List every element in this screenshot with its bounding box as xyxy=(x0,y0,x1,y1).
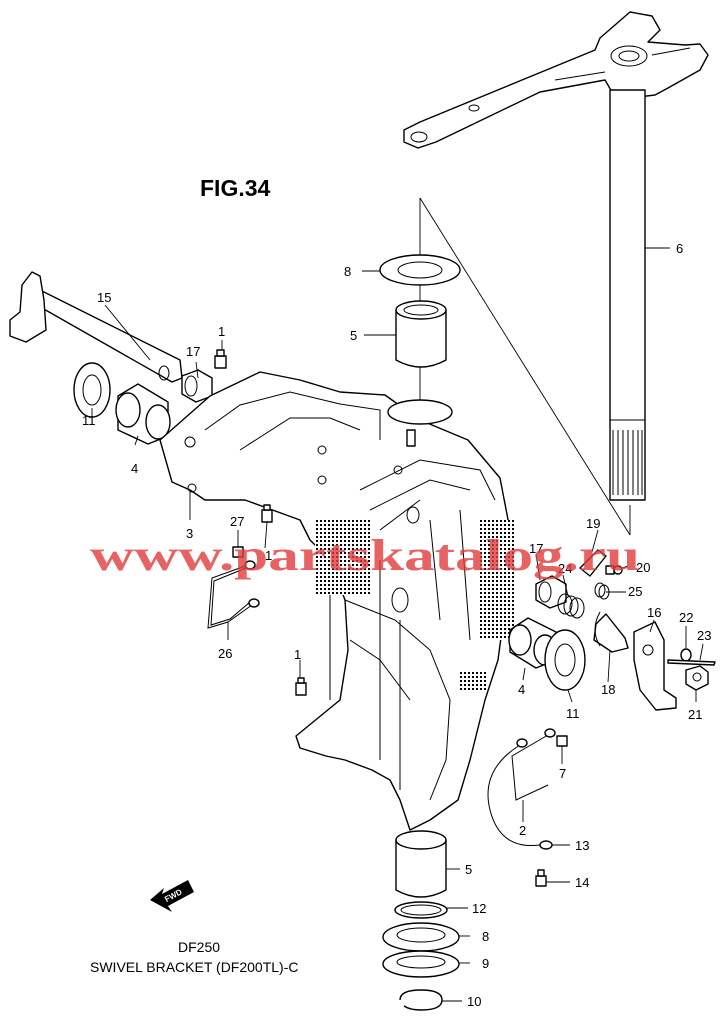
callout-labels: 8 5 6 15 17 1 11 4 3 27 1 26 1 17 24 19 … xyxy=(82,241,711,1009)
callout-3: 3 xyxy=(186,526,193,541)
callout-25: 25 xyxy=(628,584,642,599)
callout-4-right: 4 xyxy=(518,682,525,697)
tilt-shaft-15 xyxy=(9,271,183,383)
lower-bushing-5 xyxy=(395,830,447,898)
steering-shaft-6 xyxy=(609,89,646,501)
ground-wire-2 xyxy=(487,728,556,850)
fwd-arrow-icon: FWD xyxy=(150,880,194,912)
callout-2: 2 xyxy=(519,823,526,838)
callout-26: 26 xyxy=(218,646,232,661)
callout-11-right: 11 xyxy=(566,706,580,721)
swivel-bracket-casting xyxy=(159,371,515,831)
right-washer-11 xyxy=(544,629,586,691)
callout-1-top: 1 xyxy=(218,324,225,339)
tilt-stopper-18 xyxy=(593,611,629,653)
upper-washer-8 xyxy=(379,254,461,286)
grease-nipple-1c xyxy=(295,677,307,696)
callout-27: 27 xyxy=(230,514,244,529)
callout-19: 19 xyxy=(586,516,600,531)
callout-5-lower: 5 xyxy=(465,862,472,877)
bushing-17-right xyxy=(535,575,567,609)
callout-5-upper: 5 xyxy=(350,328,357,343)
callout-8-lower: 8 xyxy=(482,929,489,944)
callout-12: 12 xyxy=(472,901,486,916)
bolt-14 xyxy=(535,869,547,887)
grease-nipple-1b xyxy=(261,504,273,523)
leader-lines xyxy=(91,247,704,1002)
callout-14: 14 xyxy=(575,875,589,890)
washer-12 xyxy=(394,901,448,919)
ground-wire-26 xyxy=(207,560,260,629)
callout-24: 24 xyxy=(558,561,572,576)
callout-8-upper: 8 xyxy=(344,264,351,279)
circlip-10 xyxy=(399,989,443,1011)
callout-4-left: 4 xyxy=(131,461,138,476)
callout-9: 9 xyxy=(482,956,489,971)
spring-24 xyxy=(557,593,585,619)
clip-19 xyxy=(579,549,607,577)
washer-22 xyxy=(680,648,692,662)
bracket-16 xyxy=(633,621,677,711)
lower-washer-9 xyxy=(382,950,460,978)
nut-21 xyxy=(685,665,709,691)
callout-11-left: 11 xyxy=(82,413,96,428)
callout-21: 21 xyxy=(688,707,702,722)
callout-23: 23 xyxy=(697,628,711,643)
callout-15: 15 xyxy=(97,290,111,305)
pin-23 xyxy=(667,659,716,666)
callout-1-mid: 1 xyxy=(265,548,272,563)
callout-22: 22 xyxy=(679,610,693,625)
callout-6: 6 xyxy=(676,241,683,256)
model-label: DF250 xyxy=(178,939,220,955)
lower-washer-8 xyxy=(382,922,460,952)
callout-16: 16 xyxy=(647,605,661,620)
bolt-7 xyxy=(556,735,568,747)
left-washer-11 xyxy=(73,362,111,418)
callout-10: 10 xyxy=(467,994,481,1009)
left-bushing-4 xyxy=(115,383,171,445)
callout-18: 18 xyxy=(601,682,615,697)
spring-25 xyxy=(594,582,610,600)
callout-20: 20 xyxy=(636,560,650,575)
figure-caption: SWIVEL BRACKET (DF200TL)-C xyxy=(90,959,299,975)
figure-title: FIG.34 xyxy=(200,175,271,201)
steering-arm-6 xyxy=(403,11,709,149)
grease-nipple-1a xyxy=(214,349,227,369)
bushing-17-left xyxy=(181,369,213,403)
callout-1-low: 1 xyxy=(294,647,301,662)
callout-7: 7 xyxy=(559,766,566,781)
callout-13: 13 xyxy=(575,838,589,853)
watermark-text: www.partskatalog.ru xyxy=(90,531,640,580)
bolt-20 xyxy=(605,565,623,575)
callout-17-right: 17 xyxy=(529,541,543,556)
callout-17-left: 17 xyxy=(186,344,200,359)
upper-bushing-5 xyxy=(395,300,447,368)
